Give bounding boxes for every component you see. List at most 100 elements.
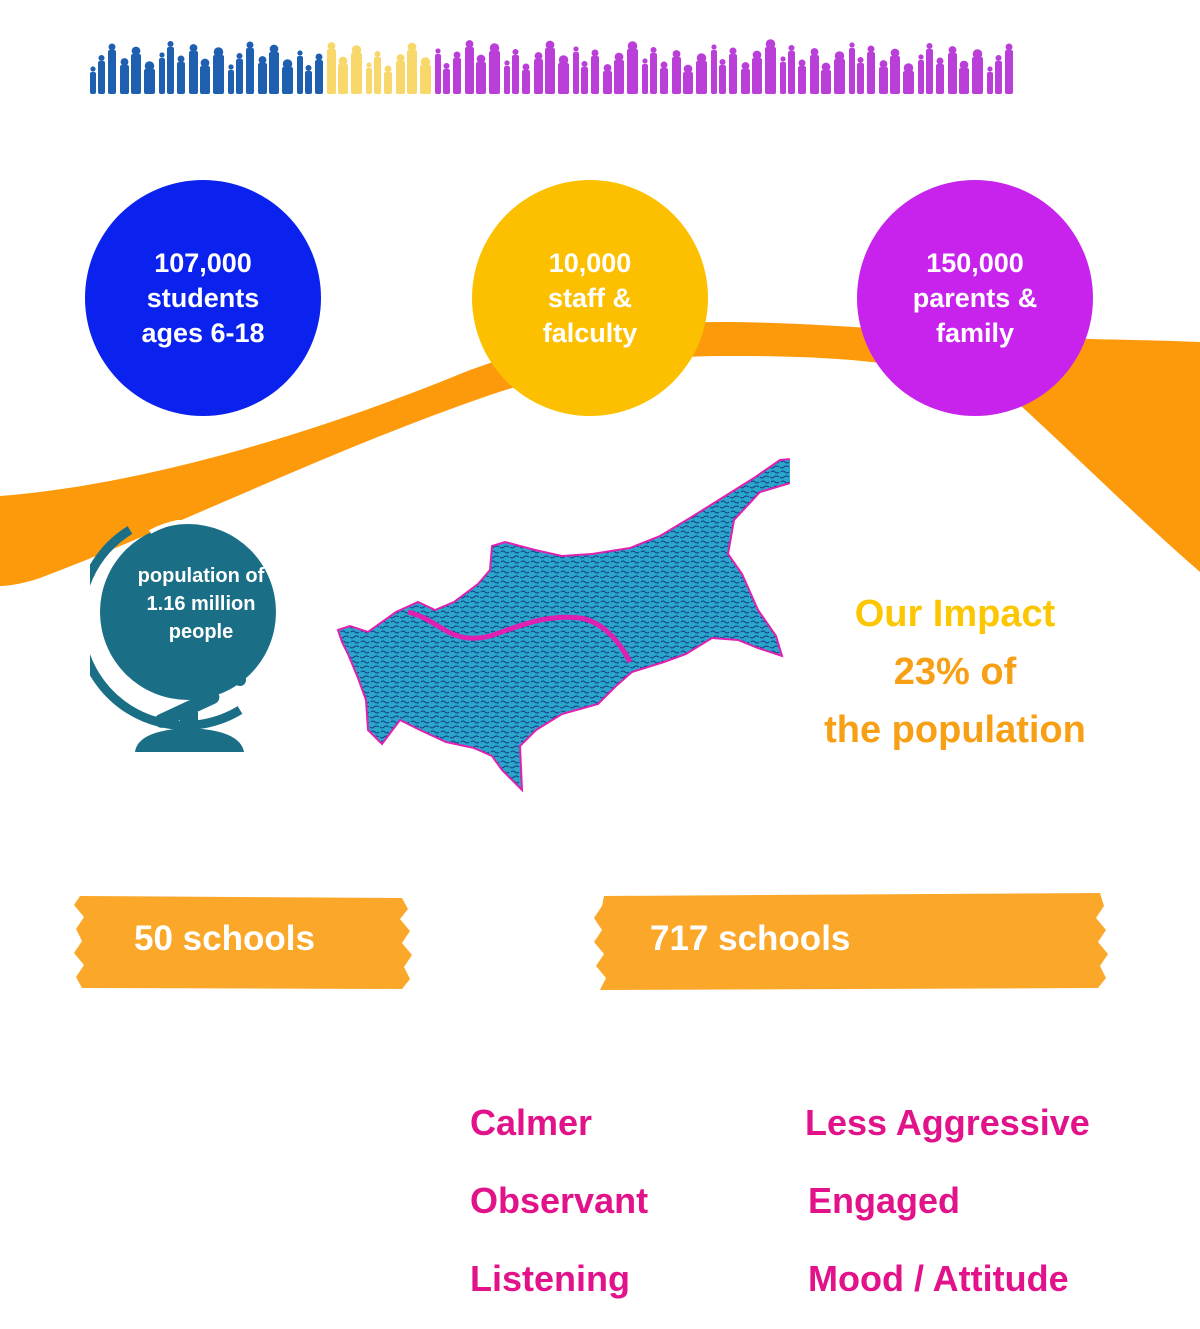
person-silhouette: [489, 43, 500, 94]
students-stat-circle: 107,000 students ages 6-18: [85, 180, 321, 416]
person-silhouette: [315, 53, 323, 94]
effect-mood-attitude: Mood / Attitude: [808, 1258, 1069, 1299]
person-silhouette: [476, 54, 486, 94]
person-silhouette: [504, 60, 510, 94]
person-silhouette: [396, 54, 405, 94]
students-ages: ages 6-18: [141, 317, 265, 348]
students-label: students: [146, 282, 260, 313]
person-silhouette: [282, 59, 293, 94]
person-silhouette: [849, 42, 855, 94]
person-silhouette: [407, 42, 417, 94]
schools-717-tape: [594, 893, 1108, 990]
effect-engaged: Engaged: [808, 1180, 961, 1221]
parents-family: family: [935, 317, 1015, 348]
person-silhouette: [719, 58, 726, 94]
person-silhouette: [228, 64, 234, 94]
person-silhouette: [959, 60, 969, 94]
person-silhouette: [213, 47, 224, 94]
person-silhouette: [642, 58, 648, 94]
staff-count: 10,000: [548, 247, 632, 278]
person-silhouette: [741, 62, 750, 94]
person-silhouette: [995, 54, 1002, 94]
person-silhouette: [327, 42, 336, 94]
people-silhouettes-icon: [90, 39, 1013, 94]
person-silhouette: [948, 46, 957, 94]
impact-summary: Our Impact 23% of the population: [790, 585, 1120, 759]
person-silhouette: [650, 46, 657, 94]
person-silhouette: [522, 63, 530, 94]
effect-less-aggressive: Less Aggressive: [805, 1102, 1090, 1143]
person-silhouette: [752, 50, 762, 94]
effect-listening: Listening: [470, 1258, 630, 1299]
person-silhouette: [879, 60, 888, 94]
effect-calmer: Calmer: [470, 1102, 593, 1143]
person-silhouette: [420, 57, 431, 94]
person-silhouette: [798, 59, 806, 94]
person-silhouette: [108, 43, 116, 94]
person-silhouette: [435, 48, 441, 94]
person-silhouette: [788, 44, 795, 94]
person-silhouette: [366, 62, 372, 94]
person-silhouette: [98, 54, 105, 94]
person-silhouette: [867, 45, 875, 94]
person-silhouette: [1005, 43, 1013, 94]
staff-stat-circle: 10,000 staff & falculty: [472, 180, 708, 416]
population-label: population of 1.16 million people: [112, 562, 290, 646]
person-silhouette: [177, 55, 185, 94]
person-silhouette: [603, 64, 612, 94]
person-silhouette: [683, 64, 693, 94]
parents-stat-circle: 150,000 parents & family: [857, 180, 1093, 416]
person-silhouette: [443, 62, 450, 94]
person-silhouette: [189, 44, 198, 94]
person-silhouette: [512, 48, 519, 94]
person-silhouette: [672, 50, 681, 94]
person-silhouette: [90, 66, 96, 94]
person-silhouette: [144, 61, 155, 94]
person-silhouette: [465, 40, 474, 94]
person-silhouette: [972, 49, 983, 94]
person-silhouette: [936, 57, 944, 94]
globe-icon: [90, 520, 290, 752]
staff-faculty: falculty: [542, 317, 638, 348]
impact-population: the population: [824, 709, 1086, 751]
person-silhouette: [534, 52, 543, 94]
cyprus-map-icon: [336, 458, 790, 793]
person-silhouette: [903, 63, 914, 94]
parents-count: 150,000: [926, 247, 1024, 278]
person-silhouette: [338, 56, 348, 94]
person-silhouette: [200, 58, 210, 94]
person-silhouette: [573, 46, 579, 94]
person-silhouette: [591, 49, 599, 94]
person-silhouette: [890, 48, 900, 94]
person-silhouette: [729, 47, 737, 94]
schools-50-tape: [74, 896, 412, 989]
person-silhouette: [765, 39, 776, 94]
person-silhouette: [297, 50, 303, 94]
person-silhouette: [926, 42, 933, 94]
person-silhouette: [558, 55, 569, 94]
schools-717-label: 717 schools: [650, 919, 851, 958]
person-silhouette: [711, 44, 717, 94]
person-silhouette: [581, 60, 588, 94]
person-silhouette: [810, 48, 819, 94]
population-line-1: population of: [137, 565, 265, 587]
person-silhouette: [660, 61, 668, 94]
person-silhouette: [236, 52, 243, 94]
staff-label: staff &: [547, 282, 632, 313]
population-line-3: people: [168, 621, 234, 643]
impact-percentage: 23% of: [893, 651, 1017, 693]
person-silhouette: [627, 41, 638, 94]
person-silhouette: [305, 64, 312, 94]
person-silhouette: [384, 65, 392, 94]
person-silhouette: [159, 52, 165, 94]
person-silhouette: [918, 54, 924, 94]
person-silhouette: [453, 51, 461, 94]
person-silhouette: [857, 56, 864, 94]
person-silhouette: [696, 53, 707, 94]
person-silhouette: [246, 41, 254, 94]
person-silhouette: [614, 52, 624, 94]
impact-title: Our Impact: [854, 593, 1056, 635]
parents-label: parents &: [912, 282, 1038, 313]
person-silhouette: [167, 40, 174, 94]
students-count: 107,000: [154, 247, 252, 278]
